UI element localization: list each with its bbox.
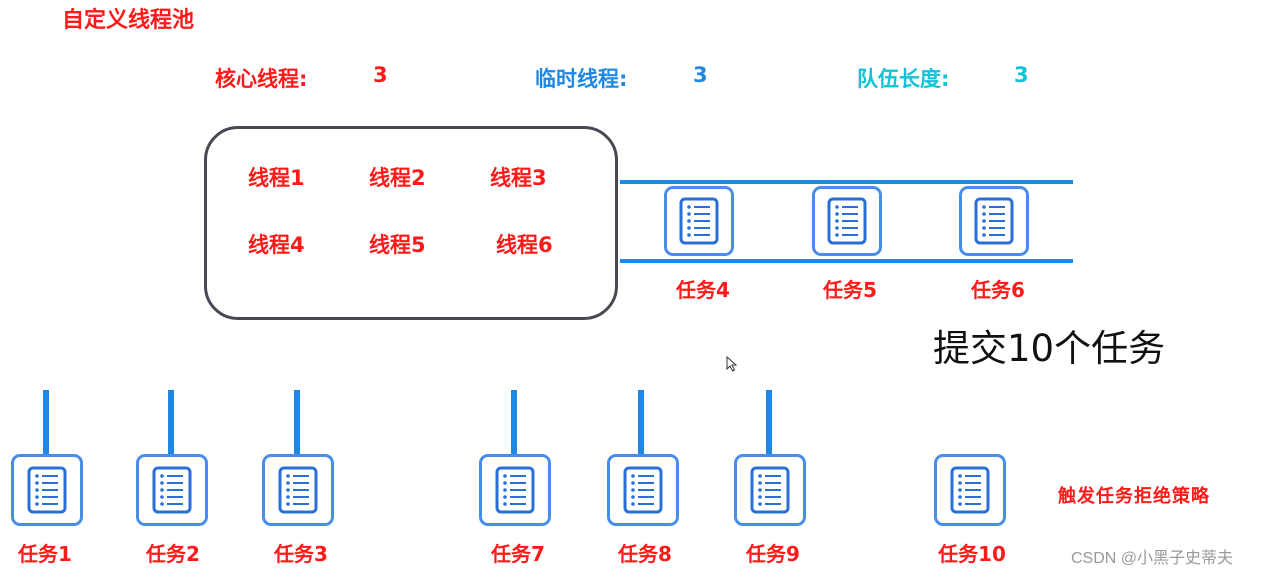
mouse-cursor-icon — [726, 356, 738, 372]
connector-line — [168, 390, 174, 454]
reject-policy-text: 触发任务拒绝策略 — [1058, 486, 1210, 507]
task-label: 任务9 — [746, 542, 800, 566]
thread-pool-box — [204, 126, 618, 320]
core-threads-param: 核心线程: 3 — [215, 63, 388, 93]
task-document-icon — [607, 454, 679, 526]
thread-label: 线程4 — [248, 233, 305, 257]
queue-bottom-rail — [620, 259, 1073, 263]
thread-label: 线程3 — [490, 166, 547, 190]
connector-line — [638, 390, 644, 454]
thread-label: 线程5 — [369, 233, 426, 257]
task-document-icon — [664, 186, 734, 256]
task-document-icon — [136, 454, 208, 526]
task-label: 任务3 — [274, 542, 328, 566]
queued-task-label: 任务6 — [971, 278, 1025, 302]
task-document-icon — [734, 454, 806, 526]
watermark: CSDN @小黑子史蒂夫 — [1071, 550, 1234, 567]
diagram-title: 自定义线程池 — [62, 8, 195, 33]
task-document-icon — [959, 186, 1029, 256]
core-threads-value: 3 — [373, 63, 388, 87]
temp-threads-label: 临时线程: — [535, 67, 628, 91]
queue-length-value: 3 — [1014, 63, 1029, 87]
task-document-icon — [812, 186, 882, 256]
connector-line — [766, 390, 772, 454]
task-label: 任务7 — [491, 542, 545, 566]
connector-line — [511, 390, 517, 454]
temp-threads-value: 3 — [693, 63, 708, 87]
task-label: 任务2 — [146, 542, 200, 566]
queue-length-label: 队伍长度: — [857, 67, 950, 91]
task-document-icon — [262, 454, 334, 526]
thread-label: 线程1 — [248, 166, 305, 190]
queued-task-label: 任务4 — [676, 278, 730, 302]
temp-threads-param: 临时线程: 3 — [535, 63, 708, 93]
connector-line — [43, 390, 49, 454]
submit-tasks-text: 提交10个任务 — [933, 327, 1166, 370]
task-label: 任务1 — [18, 542, 72, 566]
queue-top-rail — [620, 180, 1073, 184]
task-document-icon — [934, 454, 1006, 526]
core-threads-label: 核心线程: — [215, 67, 308, 91]
queued-task-label: 任务5 — [823, 278, 877, 302]
connector-line — [294, 390, 300, 454]
task-document-icon — [479, 454, 551, 526]
thread-label: 线程2 — [369, 166, 426, 190]
queue-length-param: 队伍长度: 3 — [857, 63, 1029, 93]
task-document-icon — [11, 454, 83, 526]
task-label: 任务10 — [938, 542, 1006, 566]
thread-label: 线程6 — [496, 233, 553, 257]
task-label: 任务8 — [618, 542, 672, 566]
